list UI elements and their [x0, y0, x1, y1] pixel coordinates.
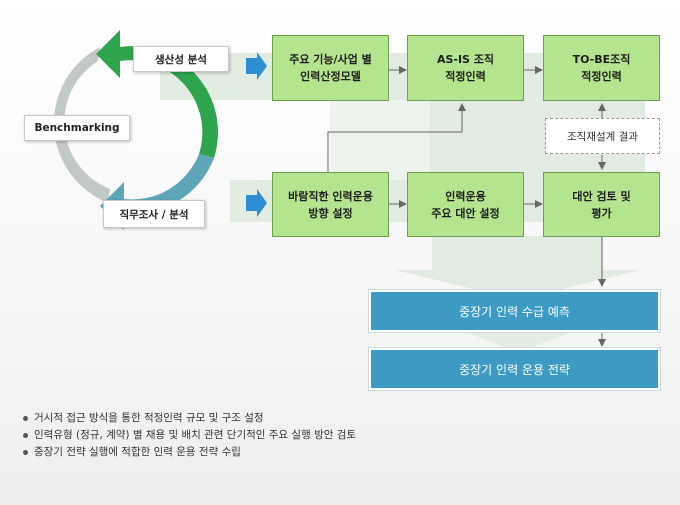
bullet-item: 인력유형 (정규, 계약) 별 채용 및 배치 관련 단기적인 주요 실행 방안…	[23, 427, 356, 444]
blue-arrow-top	[246, 52, 267, 80]
label-job-analysis: 직무조사 / 분석	[103, 200, 205, 228]
bullet-list: 거시적 접근 방식을 통한 적정인력 규모 및 구조 설정 인력유형 (정규, …	[23, 410, 356, 461]
bullet-item: 중장기 전략 실행에 적합한 인력 운용 전략 수립	[23, 444, 356, 461]
cycle-arc-gray	[53, 47, 110, 203]
connector-direction-asis	[327, 103, 466, 172]
box-review: 대안 검토 및 평가	[543, 172, 660, 237]
box-alternatives: 인력운용 주요 대안 설정	[407, 172, 524, 237]
box-tobe: TO-BE조직 적정인력	[543, 35, 660, 101]
bar-forecast: 중장기 인력 수급 예측	[369, 290, 660, 332]
bullet-item: 거시적 접근 방식을 통한 적정인력 규모 및 구조 설정	[23, 410, 356, 427]
label-productivity: 생산성 분석	[133, 46, 229, 72]
cycle-arc-green	[120, 46, 218, 158]
box-direction: 바람직한 인력운용 방향 설정	[272, 172, 389, 237]
box-asis: AS-IS 조직 적정인력	[407, 35, 524, 101]
cycle-arrowhead-green	[96, 30, 120, 78]
cycle-arc-teal	[124, 154, 214, 214]
bar-strategy: 중장기 인력 운용 전략	[369, 348, 660, 390]
blue-arrow-bottom	[246, 189, 267, 217]
label-benchmarking: Benchmarking	[24, 115, 130, 141]
box-org-redesign-result: 조직재설계 결과	[545, 118, 660, 154]
box-model: 주요 기능/사업 별 인력산정모델	[272, 35, 389, 101]
